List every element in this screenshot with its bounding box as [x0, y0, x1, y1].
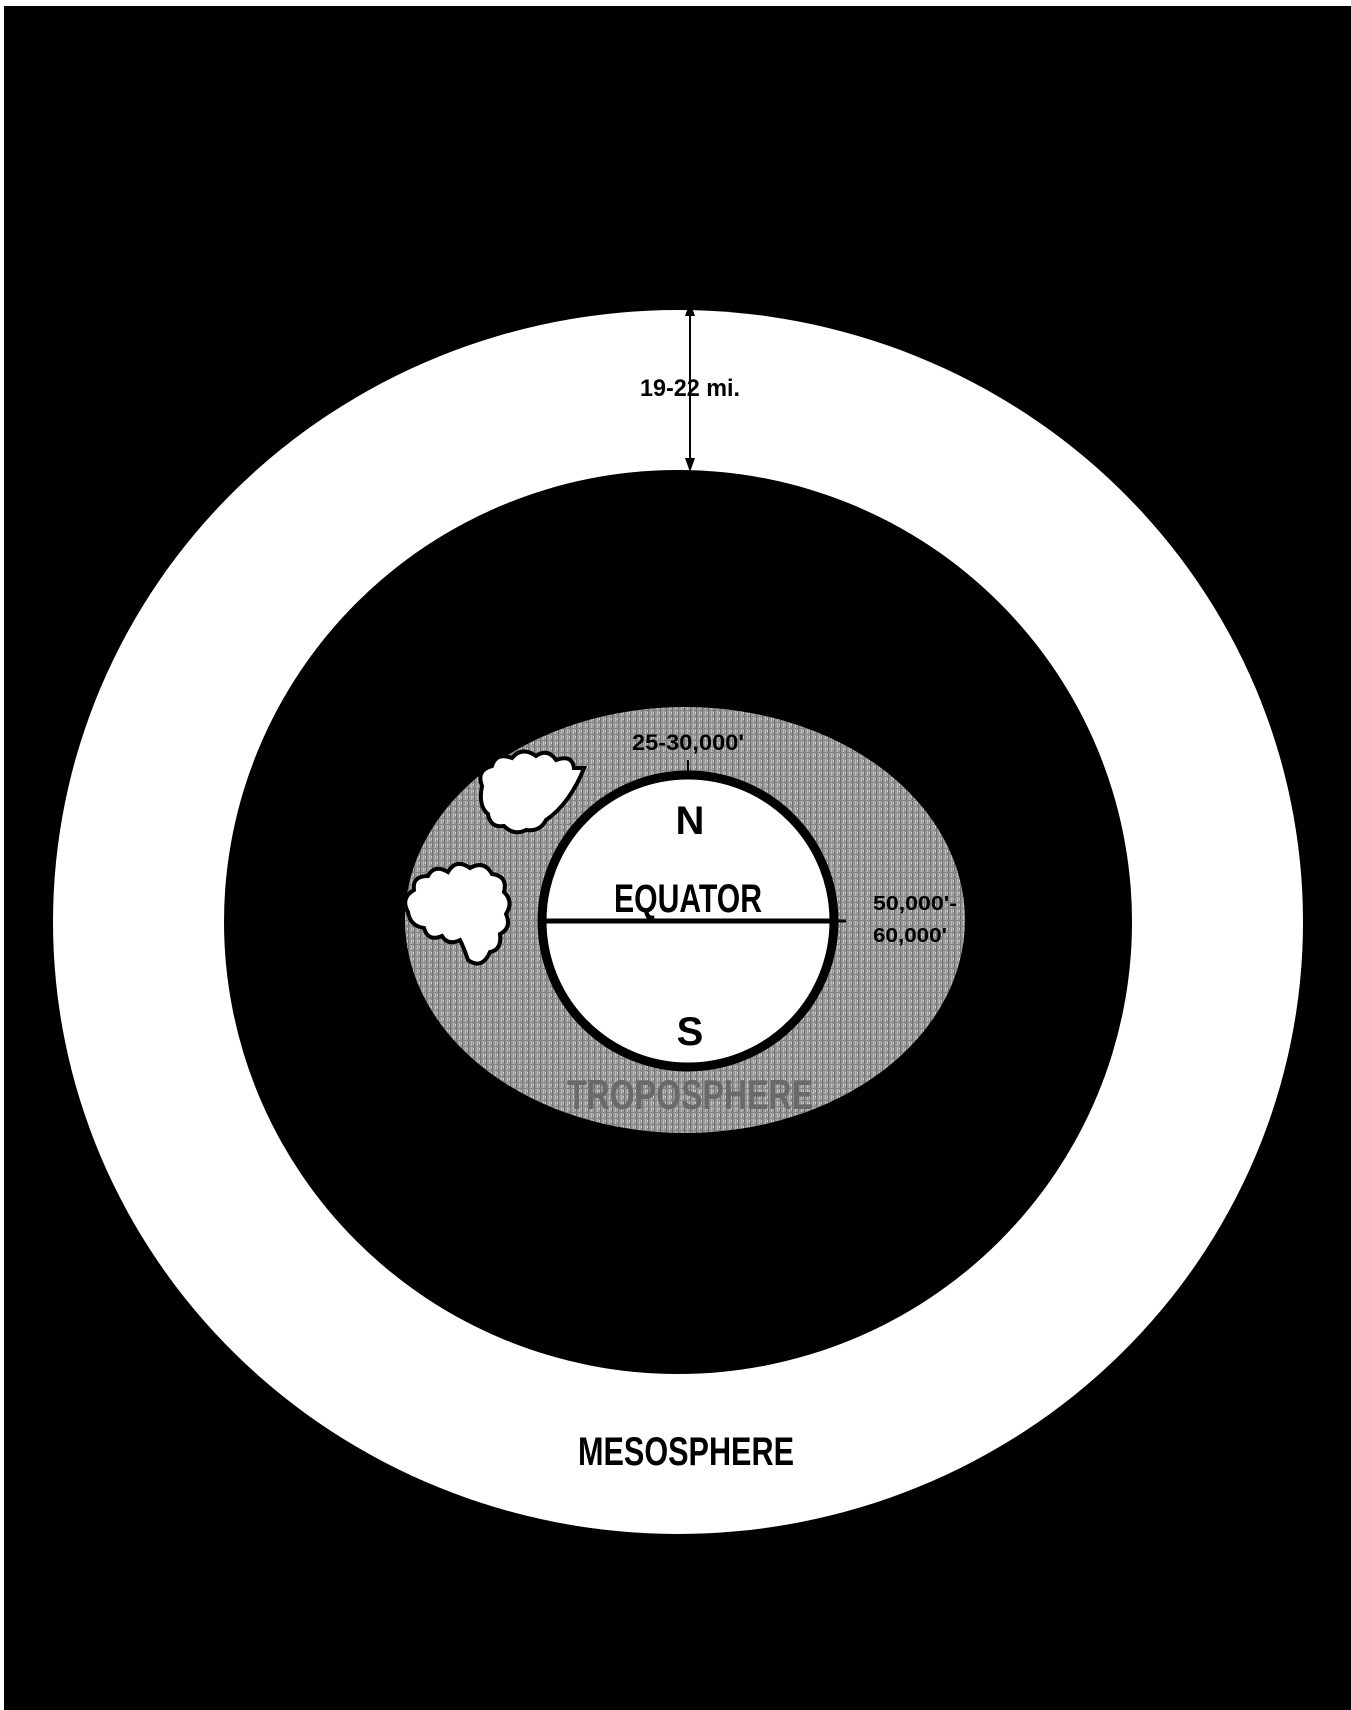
mesosphere-label: MESOSPHERE [578, 1430, 794, 1474]
south-label: S [677, 1010, 704, 1054]
tropo-top-height-label: 25-30,000' [632, 730, 744, 755]
page-edge-left [0, 0, 4, 1710]
outer-band-distance-label: 19-22 mi. [640, 375, 740, 402]
page-edge [0, 0, 1351, 6]
equator-label: EQUATOR [614, 877, 762, 921]
tropo-equator-height-label-1: 50,000'- [873, 893, 957, 915]
north-label: N [676, 799, 705, 843]
troposphere-label: TROPOSPHERE [567, 1071, 813, 1118]
tropo-equator-height-label-2: 60,000' [873, 925, 947, 947]
